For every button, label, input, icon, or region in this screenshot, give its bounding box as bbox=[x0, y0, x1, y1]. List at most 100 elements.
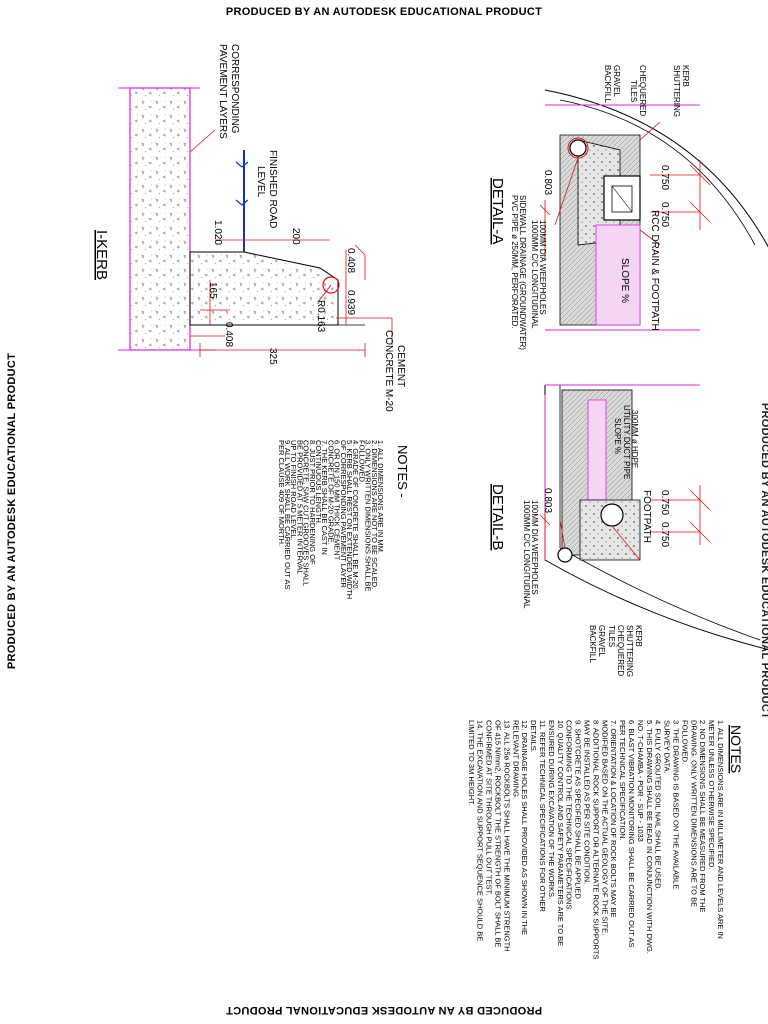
dim-0939: 0.939 bbox=[345, 290, 356, 315]
pavement-label-1: CORRESPONDING bbox=[229, 44, 240, 134]
detail-a-weep-1: 100MM DIA WEEPHOLES bbox=[538, 220, 547, 315]
right-note-line: LIMITED TO 3M HEIGHT. bbox=[467, 720, 476, 806]
center-note-line: BE PROVIDED AT 5 METER INTERVAL bbox=[295, 440, 304, 574]
detail-a-tiles: TILES bbox=[629, 80, 638, 102]
detail-a-gravel: GRAVEL bbox=[612, 65, 621, 97]
center-note-line: 7. THE KERB SHALL BE CAST IN bbox=[320, 440, 329, 555]
center-note-line: 1. ALL DIMENSIONS ARE IN MM. bbox=[376, 440, 385, 554]
detail-b-chequered: CHEQUERED bbox=[616, 625, 625, 676]
right-note-line: 5. THIS DRAWING SHALL BE READ IN CONJUNC… bbox=[645, 720, 654, 954]
center-note-line: CONCRETE OF M-20 GRADE. bbox=[326, 440, 335, 545]
detail-b-gravel: GRAVEL bbox=[597, 625, 606, 657]
right-note-line: 2. NO DIMENSIONS SHALL BE MEASURED FROM … bbox=[698, 720, 707, 913]
right-note-line: CONFORMING TO THE TECHNICAL SPECIFICATIO… bbox=[565, 720, 574, 912]
detail-b-drawing bbox=[539, 384, 768, 651]
right-note-line: 13. ALL 25ø ROCKBOLTS SHALL HAVE THE MIN… bbox=[502, 720, 511, 952]
right-note-line: 1. ALL DIMENSIONS ARE IN MILLIMETER AND … bbox=[716, 720, 725, 939]
detail-b-dim-0803: 0.803 bbox=[542, 488, 553, 513]
center-notes-list: 1. ALL DIMENSIONS ARE IN MM.2. DIMENSION… bbox=[277, 440, 385, 599]
concrete-label: CONCRETE M-20 bbox=[383, 330, 394, 412]
right-note-line: ENSURED DURING EXCAVATION OF THE WORKS. bbox=[547, 720, 556, 899]
detail-a-sidewall-2: PVC PIPE ø 250MM, PERFORATED. bbox=[510, 195, 519, 329]
detail-a-rcc: RCC DRAIN & FOOTPATH bbox=[649, 210, 660, 331]
weephole-b bbox=[557, 547, 573, 563]
detail-b-hdpe-1: 300MM ø HDPE bbox=[630, 410, 639, 468]
center-note-line: 9. ALL WORK SHALL BE CARRIED OUT AS bbox=[283, 440, 292, 589]
dim-0408a: 0.408 bbox=[345, 248, 356, 273]
right-note-line: RELEVANT DRAWING. bbox=[511, 720, 520, 799]
center-note-line: 5. KERB SHALL REST ON EXTENDED WIDTH bbox=[345, 440, 354, 599]
cement-label: CEMENT bbox=[395, 345, 406, 387]
finished-road-label-1: FINISHED ROAD bbox=[267, 150, 278, 228]
right-note-line: SURVEY DATA. bbox=[663, 720, 672, 774]
detail-a-dim-0750a: 0.750 bbox=[659, 165, 670, 190]
dim-0408b: 0.408 bbox=[223, 322, 234, 347]
right-note-line: 4. FULLY GROUTED SOIL NAIL SHALL BE USED… bbox=[654, 720, 663, 891]
center-notes-heading: NOTES - bbox=[395, 445, 410, 498]
right-note-line: NO. T-CHAMBA - POR - SUP - 1033 bbox=[636, 720, 645, 842]
dim-325: 325 bbox=[267, 348, 278, 365]
right-note-line: FOLLOWED. bbox=[680, 720, 689, 764]
dim-1020: 1.020 bbox=[212, 220, 223, 245]
center-note-line: CONCRETE, SAW CUT GROOVES SHALL bbox=[302, 440, 311, 586]
right-note-line: 14. THE EXCAVATION AND SUPPORT SEQUENCE … bbox=[476, 720, 485, 941]
detail-a-weep-2: 1000MM C/C LONGITUDINAL bbox=[530, 220, 539, 329]
right-note-line: CONFIRMED AT SITE THROUGH PULL OUT TEST. bbox=[485, 720, 494, 895]
dim-165: 165 bbox=[207, 282, 218, 299]
right-note-line: 11. REFER TECHNICAL SPECIFICATIONS FOR O… bbox=[538, 720, 547, 912]
detail-a-sidewall-1: SIDEWALL DRAINAGE (GROUNDWATER) bbox=[518, 195, 527, 350]
i-kerb-title: I-KERB bbox=[93, 230, 110, 280]
right-note-line: 6. BLAST VIBRATION MONITORING SHALL BE C… bbox=[627, 720, 636, 948]
detail-a-shuttering: SHUTTERING bbox=[672, 65, 681, 117]
radius-label: R0.163 bbox=[315, 300, 326, 333]
detail-b-dim-0750b: 0.750 bbox=[659, 522, 670, 547]
right-note-line: 3. THE DRAWING IS BASED ON THE AVAILABLE bbox=[672, 720, 681, 889]
detail-b-tiles: TILES bbox=[607, 625, 616, 647]
right-note-line: METER UNLESS OTHERWISE SPECIFIED. bbox=[707, 720, 716, 869]
detail-b-shuttering: SHUTTERING bbox=[625, 625, 634, 677]
center-note-line: 2. DIMENSIONS ARE NOT TO BE SCALED. bbox=[370, 440, 379, 589]
center-note-line: FOLLOWED. bbox=[357, 440, 366, 484]
right-note-line: 10. QUALITY CONTROL AND SAFETY PARAMETER… bbox=[556, 720, 565, 946]
right-note-line: 9. SHOTCRETE AS SPECIFIED SHALL BE APPLI… bbox=[574, 720, 583, 900]
detail-b-kerb: KERB bbox=[634, 625, 643, 647]
center-note-line: 3. ONLY WRITTEN DIMENSIONS SHALL BE bbox=[364, 440, 373, 592]
center-note-line: OF CORRESPONDING PAVEMENT LAYER bbox=[339, 440, 348, 588]
right-note-line: 7. ORIENTATION & LOCATION OF ROCK BOLTS … bbox=[609, 720, 618, 918]
detail-b-title: DETAIL-B bbox=[489, 484, 506, 550]
right-notes-heading: NOTES bbox=[728, 725, 744, 773]
pavement-label-2: PAVEMENT LAYERS bbox=[217, 44, 228, 139]
i-kerb-drawing bbox=[118, 87, 393, 357]
center-note-line: 4. GRADE OF CONCRETE SHALL BE M-20. bbox=[351, 440, 360, 591]
right-note-line: 8. ADDITIONAL ROCK SUPPORT OR ALTERNATE … bbox=[591, 720, 600, 960]
right-notes-list: 1. ALL DIMENSIONS ARE IN MILLIMETER AND … bbox=[467, 720, 725, 960]
detail-a-kerb: KERB bbox=[681, 65, 690, 87]
dim-200: 200 bbox=[290, 228, 301, 245]
right-note-line: PER TECHNICAL SPECIFICATION. bbox=[618, 720, 627, 841]
center-note-line: 8. JUST PRIOR TO HARDENING OF bbox=[308, 440, 317, 565]
top-stamp: PRODUCED BY AN AUTODESK EDUCATIONAL PROD… bbox=[225, 6, 543, 18]
hdpe-pipe bbox=[600, 503, 624, 527]
detail-b-weep-2: 1000MM C/C LONGITUDINAL bbox=[522, 500, 531, 609]
detail-a-backfill: BACKFILL bbox=[603, 65, 612, 103]
detail-a-chequered: CHEQUERED bbox=[638, 65, 647, 116]
pavement-layer-slab bbox=[129, 87, 191, 351]
i-kerb-dimensions bbox=[189, 129, 393, 357]
right-note-line: OF 415 N/mm2, ROCKBOLT THE STRENGTH OF B… bbox=[494, 720, 503, 947]
detail-b-hdpe-2: UTILITY DUCT PIPE bbox=[622, 405, 631, 479]
right-note-line: 12. DRAINAGE HOLES SHALL PROVIDED AS SHO… bbox=[520, 720, 529, 935]
radius-marker bbox=[322, 276, 340, 294]
detail-a-slope: SLOPE % bbox=[619, 258, 630, 303]
detail-b-backfill: BACKFILL bbox=[588, 625, 597, 663]
right-note-line: MAY BE INSTALLED AS PER SITE CONDITION. bbox=[583, 720, 592, 884]
finished-road-label-2: LEVEL bbox=[255, 166, 266, 198]
detail-a-drawing bbox=[539, 89, 768, 331]
right-note-line: DRAWING. ONLY WRITTEN DIMENSIONS ARE TO … bbox=[689, 720, 698, 907]
center-note-line: PER CLAUSE 409 OF MORTH. bbox=[277, 440, 286, 546]
center-note-line: CONTINUOUS LENGTH. bbox=[314, 440, 323, 525]
right-note-line: DETAILS. bbox=[529, 720, 538, 753]
detail-a-dim-0750b: 0.750 bbox=[659, 202, 670, 227]
detail-a-title: DETAIL-A bbox=[489, 178, 506, 244]
center-note-line: UP TO FINISH ROAD LEVEL. bbox=[289, 440, 298, 540]
